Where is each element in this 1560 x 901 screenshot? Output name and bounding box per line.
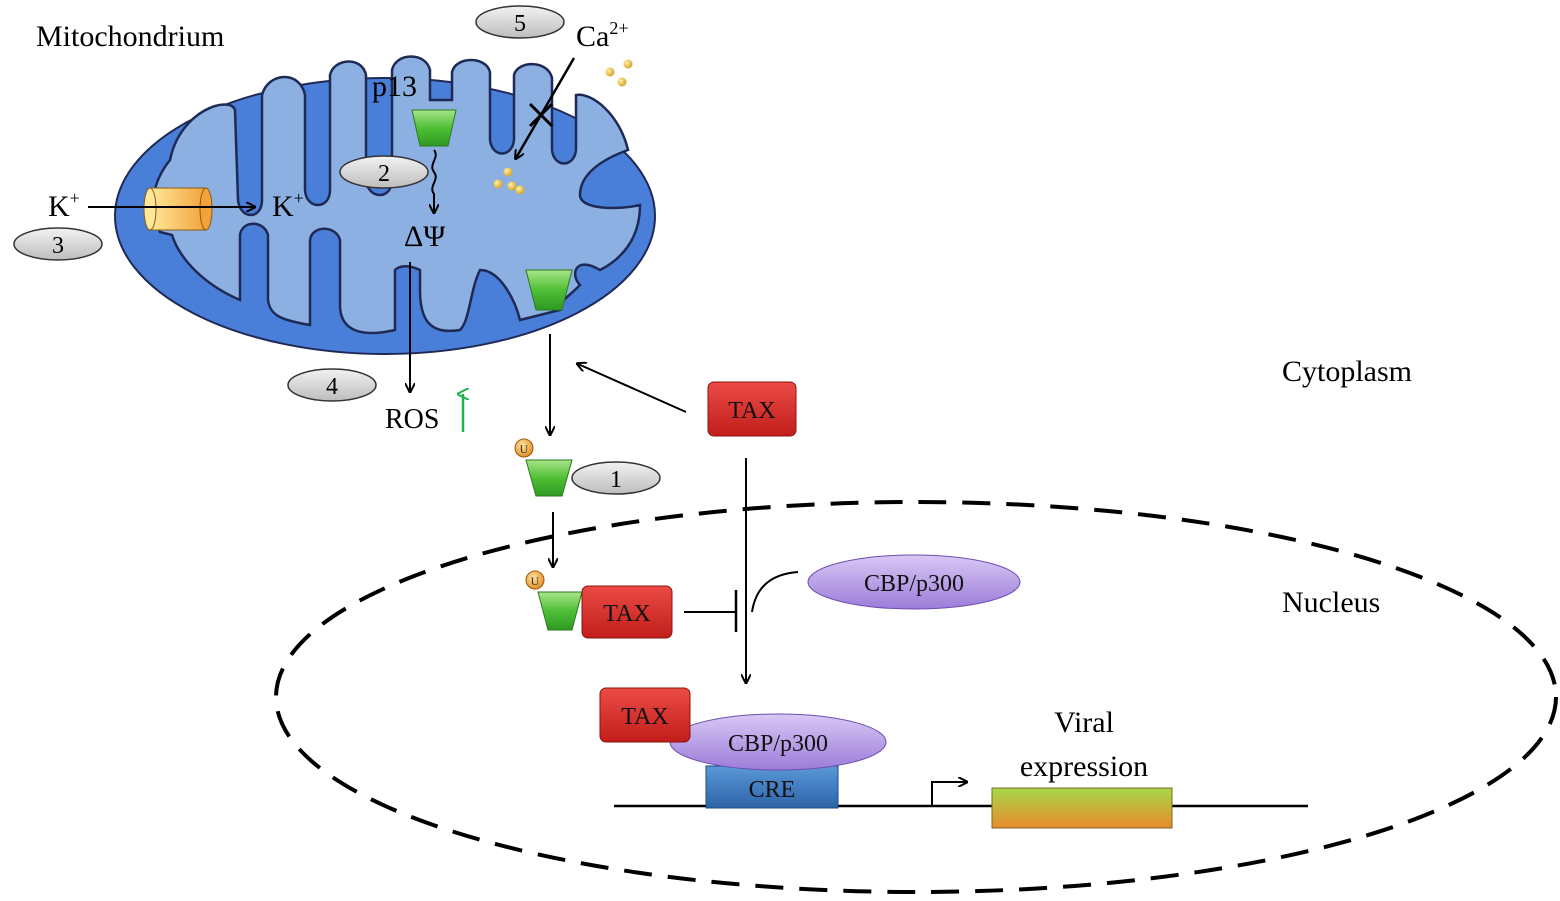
cbp-free-oval: CBP/p300 <box>807 554 1021 610</box>
mitochondrion <box>114 55 656 355</box>
cbp-bound-label: CBP/p300 <box>728 731 828 757</box>
viral-gene-box <box>991 787 1173 829</box>
mitochondrium-label: Mitochondrium <box>36 20 224 53</box>
p13-protein-membrane <box>525 269 573 311</box>
cre-element: CRE <box>705 765 839 809</box>
cbp-binding-curve <box>751 571 799 613</box>
calcium-import-arrow <box>516 57 576 158</box>
viral-label-line2: expression <box>1020 750 1148 783</box>
ubiquitinated-p13: U <box>514 438 573 497</box>
calcium-ions-outside <box>605 59 633 87</box>
p13-tax-complex: U TAX <box>525 570 673 639</box>
nucleus-label: Nucleus <box>1282 586 1380 619</box>
step-4: 4 <box>287 368 377 402</box>
tax-to-mito-arrow <box>578 364 687 413</box>
ros-label: ROS <box>385 404 439 435</box>
step-2-label: 2 <box>378 161 390 187</box>
tax-cytoplasm-label: TAX <box>728 398 775 424</box>
step-5-label: 5 <box>514 11 526 37</box>
mito-inner-membrane <box>152 55 642 335</box>
transcription-start-arrow <box>931 782 966 806</box>
calcium-block-x-icon <box>528 102 554 128</box>
step-1-label: 1 <box>610 467 622 493</box>
step-4-label: 4 <box>326 374 338 400</box>
step-3: 3 <box>13 227 103 261</box>
p13-protein-top <box>411 109 457 147</box>
ubiquitin-label-1: U <box>520 442 529 456</box>
cre-label: CRE <box>749 777 796 803</box>
delta-psi-label: ΔΨ <box>404 220 446 253</box>
step-2: 2 <box>339 155 429 189</box>
calcium-ions-inside <box>493 167 525 195</box>
signal-squiggle <box>432 149 435 212</box>
p13-label: p13 <box>372 70 417 103</box>
cbp-free-label: CBP/p300 <box>864 571 964 597</box>
ubiquitin-label-2: U <box>531 574 540 588</box>
ca-label: Ca2+ <box>576 18 628 53</box>
k-out-label: K+ <box>48 188 80 223</box>
nucleus-envelope <box>274 500 1558 894</box>
step-3-label: 3 <box>52 233 64 259</box>
step-1: 1 <box>571 461 661 495</box>
viral-label-line1: Viral <box>1054 706 1114 739</box>
cbp-bound-oval: CBP/p300 <box>669 713 887 771</box>
tax-promoter-label: TAX <box>621 704 668 730</box>
potassium-channel <box>143 187 213 231</box>
tax-promoter-box: TAX <box>599 687 691 743</box>
cytoplasm-label: Cytoplasm <box>1282 355 1412 388</box>
tax-cytoplasm-box: TAX <box>707 381 797 437</box>
step-5: 5 <box>475 5 565 39</box>
tax-complex-label: TAX <box>603 601 650 627</box>
k-in-label: K+ <box>272 188 304 223</box>
